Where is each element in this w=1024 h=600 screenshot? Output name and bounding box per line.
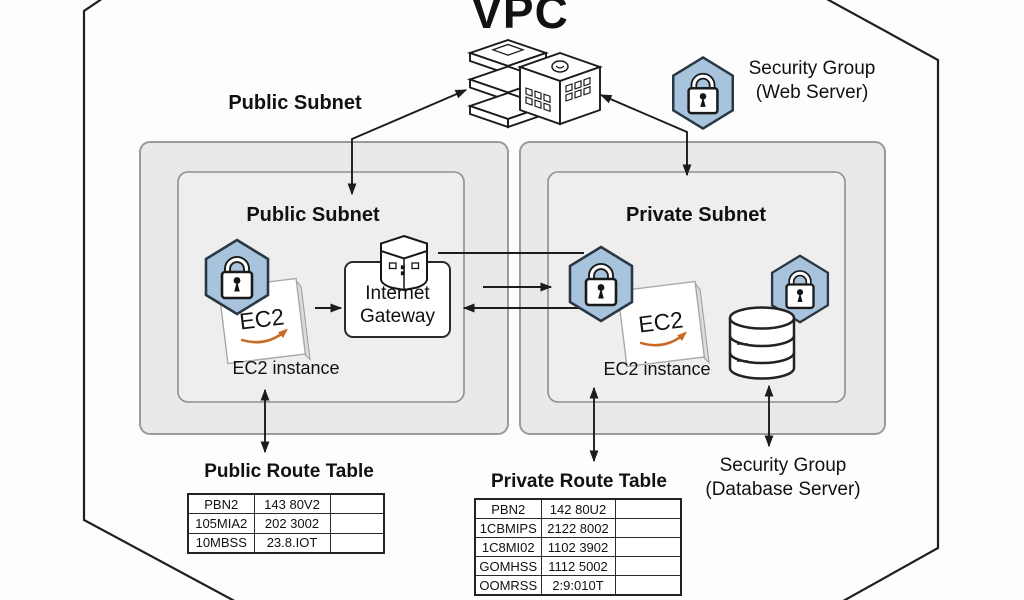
table-row: GOMHSS 1112 5002 <box>474 556 682 577</box>
table-cell: PBN2 <box>187 493 255 515</box>
table-cell: 23.8.IOT <box>253 532 331 554</box>
table-cell: 142 80U2 <box>540 498 616 520</box>
table-cell <box>614 518 682 539</box>
internet-gateway-label-line1: Internet <box>365 283 430 304</box>
table-cell <box>329 513 385 534</box>
vpc-title: VPC <box>471 0 569 38</box>
table-cell: 2:9:010T <box>540 575 616 596</box>
table-row: 1CBMIPS 2122 8002 <box>474 518 682 539</box>
connector-arrows <box>260 89 774 463</box>
vpc-boundary-hexagon <box>82 0 940 600</box>
table-cell: 143 80V2 <box>253 493 331 515</box>
server-stack-icon <box>467 38 549 129</box>
table-cell <box>329 532 385 554</box>
table-cell: 1C8MI02 <box>474 537 542 558</box>
internet-gateway-label-line2: Gateway <box>360 306 435 327</box>
ec2-instance-label-public: EC2 instance <box>232 358 340 378</box>
internet-servers-icon <box>467 38 603 129</box>
table-cell: 1102 3902 <box>540 537 616 558</box>
table-row: PBN2 142 80U2 <box>474 498 682 520</box>
top-public-subnet-label: Public Subnet <box>228 92 362 114</box>
table-cell: OOMRSS <box>474 575 542 596</box>
public-route-table: PBN2 143 80V2 105MIA2 202 3002 10MBSS 23… <box>187 493 385 554</box>
arrow-internet-to-private-subnet <box>599 94 692 177</box>
arrow-public-subnet-to-internet <box>347 89 468 196</box>
table-cell: 1112 5002 <box>540 556 616 577</box>
public-route-table-title: Public Route Table <box>204 461 374 482</box>
table-cell: 202 3002 <box>253 513 331 534</box>
table-cell <box>614 575 682 596</box>
service-cube-icon <box>517 51 603 126</box>
private-route-table-title: Private Route Table <box>491 471 667 492</box>
table-cell <box>614 556 682 577</box>
table-cell: 105MIA2 <box>187 513 255 534</box>
table-row: PBN2 143 80V2 <box>187 493 385 515</box>
ec2-instance-label-private: EC2 instance <box>603 359 711 379</box>
security-group-db-label-line2: (Database Server) <box>705 479 861 500</box>
security-group-db-label-line1: Security Group <box>719 455 847 476</box>
table-row: OOMRSS 2:9:010T <box>474 575 682 596</box>
table-row: 1C8MI02 1102 3902 <box>474 537 682 558</box>
table-cell <box>614 537 682 558</box>
table-row: 105MIA2 202 3002 <box>187 513 385 534</box>
table-cell: 10MBSS <box>187 532 255 554</box>
table-cell <box>614 498 682 520</box>
database-icon <box>728 306 796 380</box>
table-cell: GOMHSS <box>474 556 542 577</box>
private-subnet-title: Private Subnet <box>625 204 767 226</box>
table-cell: 1CBMIPS <box>474 518 542 539</box>
table-cell: PBN2 <box>474 498 542 520</box>
security-group-web-label-line1: Security Group <box>748 58 876 79</box>
public-subnet-title: Public Subnet <box>246 204 380 226</box>
internet-gateway-icon <box>380 234 428 292</box>
table-row: 10MBSS 23.8.IOT <box>187 532 385 554</box>
table-cell <box>329 493 385 515</box>
security-group-web-label-line2: (Web Server) <box>755 82 869 103</box>
private-route-table: PBN2 142 80U2 1CBMIPS 2122 8002 1C8MI02 … <box>474 498 682 597</box>
table-cell: 2122 8002 <box>540 518 616 539</box>
